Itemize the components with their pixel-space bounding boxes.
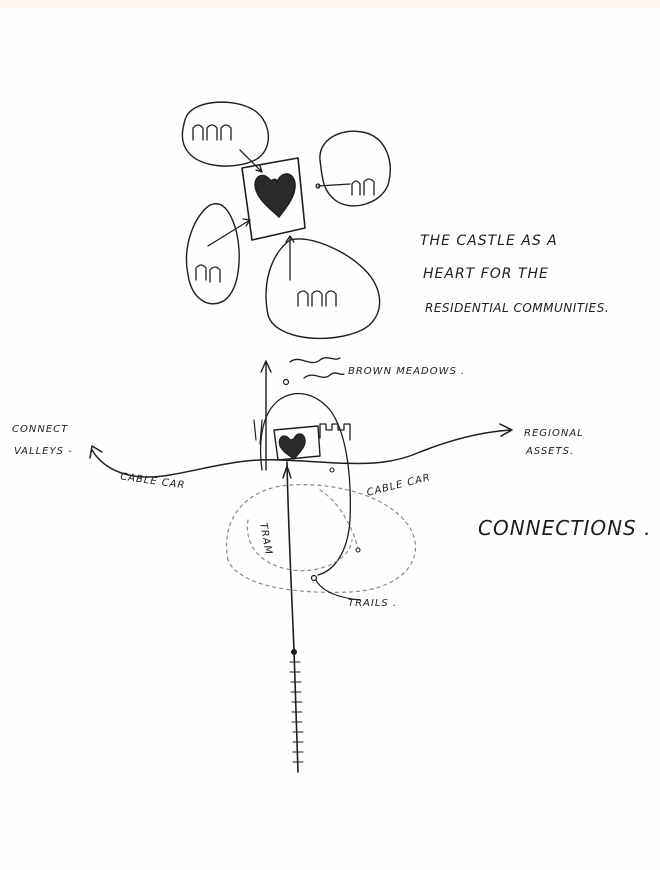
trail-leader-line bbox=[316, 580, 360, 600]
note-line-1: THE CASTLE AS A bbox=[420, 233, 558, 249]
residential-cluster-bottom bbox=[266, 236, 380, 338]
tram-line bbox=[283, 462, 303, 772]
meadows-squiggles bbox=[284, 358, 345, 385]
label-meadows: BROWN MEADOWS . bbox=[348, 366, 465, 377]
note-line-3: RESIDENTIAL COMMUNITIES. bbox=[425, 301, 609, 315]
note-line-2: HEART FOR THE bbox=[423, 266, 549, 282]
label-right-1: REGIONAL bbox=[524, 428, 584, 439]
heart-icon bbox=[279, 434, 305, 459]
houses-icon bbox=[298, 291, 336, 306]
tower-marks bbox=[254, 420, 262, 444]
houses-icon bbox=[352, 179, 374, 195]
castle-icon bbox=[320, 424, 350, 440]
label-right-2: ASSETS. bbox=[526, 446, 574, 457]
houses-icon bbox=[193, 125, 231, 140]
castle-heart-square bbox=[274, 426, 320, 460]
label-connect-left-1: CONNECT bbox=[12, 424, 68, 435]
residential-cluster-right bbox=[316, 131, 390, 206]
trail-loops bbox=[227, 485, 416, 593]
top-strip bbox=[0, 0, 660, 8]
castle-heart-square bbox=[242, 158, 305, 240]
label-connect-left-2: VALLEYS - bbox=[14, 446, 73, 457]
houses-icon bbox=[196, 265, 220, 282]
residential-cluster-left bbox=[187, 204, 250, 304]
label-connections: CONNECTIONS . bbox=[478, 516, 651, 540]
trail-node bbox=[356, 548, 360, 552]
label-trails: TRAILS . bbox=[348, 598, 397, 609]
heart-icon bbox=[255, 174, 295, 217]
trail-node bbox=[312, 576, 317, 581]
trail-node bbox=[330, 468, 334, 472]
residential-cluster-top-left bbox=[182, 102, 268, 172]
